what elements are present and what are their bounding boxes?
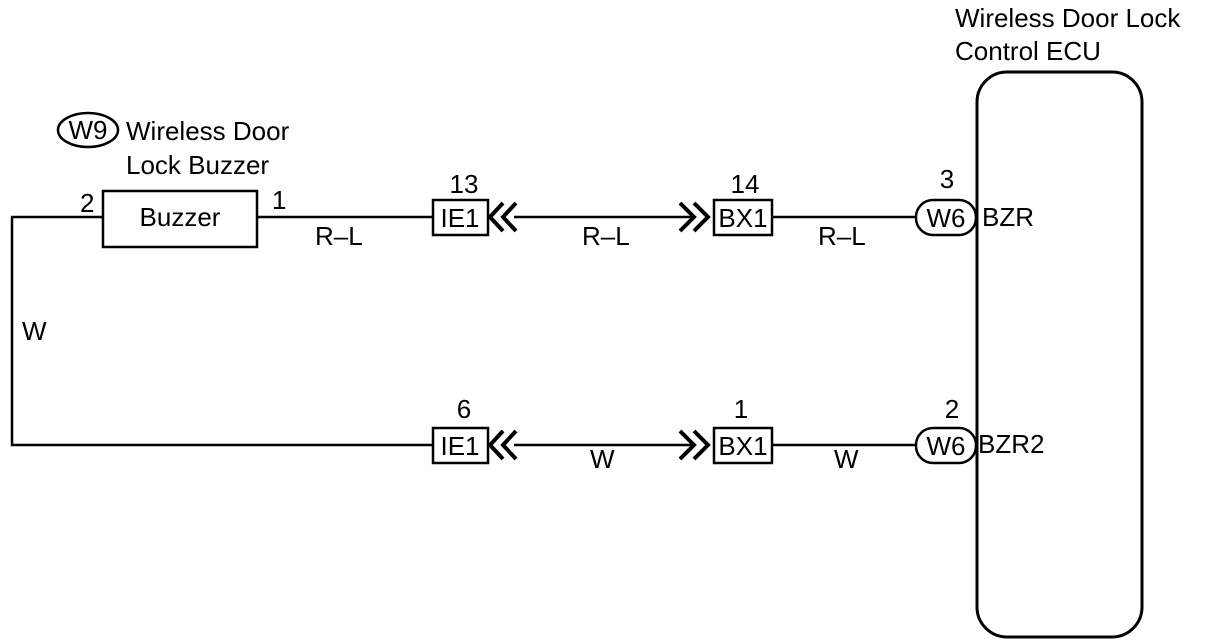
- ecu-block: Wireless Door Lock Control ECU: [955, 3, 1181, 639]
- ecu-body: [975, 70, 1144, 639]
- top-ie1-pin: 13: [450, 169, 479, 199]
- top-bx1-chevron-2: [692, 201, 711, 233]
- bottom-terminal-label: BZR2: [978, 429, 1044, 459]
- ecu-title-line2: Control ECU: [955, 36, 1101, 66]
- bottom-wire-color-1: W: [590, 444, 615, 474]
- buzzer-pin-left: 2: [80, 188, 94, 218]
- top-bx1-pin: 14: [731, 169, 760, 199]
- top-junction-ie1: 13 IE1: [431, 169, 518, 237]
- buzzer-connector-code: W9: [69, 115, 108, 145]
- buzzer-title-line2: Lock Buzzer: [126, 150, 269, 180]
- top-terminal-label: BZR: [982, 202, 1034, 232]
- buzzer-connector-code-oval: [56, 111, 120, 149]
- top-ie1-chevron-inner: [500, 201, 518, 233]
- bottom-w6-pin: 2: [945, 394, 959, 424]
- buzzer-pin-right: 1: [272, 185, 286, 215]
- bottom-junction-ie1: 6 IE1: [431, 394, 518, 465]
- bottom-ie1-chevron-inner: [500, 429, 518, 461]
- bottom-ie1-pin: 6: [457, 394, 471, 424]
- top-w6-pin: 3: [940, 164, 954, 194]
- ecu-title-line1: Wireless Door Lock: [955, 3, 1181, 33]
- bottom-ecu-connector: 2 W6 BZR2: [914, 394, 1044, 465]
- bottom-bx1-chevron: [678, 429, 697, 461]
- top-wire-color-1: R–L: [315, 221, 363, 251]
- top-bx1-box: [712, 198, 774, 237]
- bottom-junction-bx1: 1 BX1: [678, 394, 774, 465]
- bottom-ie1-code: IE1: [440, 431, 479, 461]
- bottom-bx1-box: [712, 426, 774, 465]
- top-wire-color-2: R–L: [582, 221, 630, 251]
- bottom-bx1-code: BX1: [718, 431, 767, 461]
- loop-wire-color: W: [22, 316, 47, 346]
- buzzer-label: Buzzer: [140, 202, 221, 232]
- bottom-w6-code: W6: [927, 431, 966, 461]
- buzzer-component: W9 Wireless Door Lock Buzzer Buzzer 2 1: [56, 111, 290, 249]
- top-ie1-box: [431, 198, 490, 237]
- bottom-wire-color-2: W: [834, 444, 859, 474]
- wires: [10, 215, 916, 447]
- top-bx1-chevron: [678, 201, 697, 233]
- top-w6-oval: [914, 198, 978, 237]
- top-junction-bx1: 14 BX1: [678, 169, 774, 237]
- bottom-ie1-chevron-outer: [487, 429, 505, 461]
- top-bx1-code: BX1: [718, 203, 767, 233]
- top-ecu-connector: 3 W6 BZR: [914, 164, 1034, 237]
- top-w6-code: W6: [927, 203, 966, 233]
- bottom-bx1-chevron-2: [692, 429, 711, 461]
- top-ie1-chevron-outer: [487, 201, 505, 233]
- bottom-w6-oval: [914, 426, 978, 465]
- buzzer-title-line1: Wireless Door: [126, 116, 290, 146]
- buzzer-box: [101, 189, 259, 249]
- bottom-ie1-box: [431, 426, 490, 465]
- bottom-wire-loop: [10, 215, 433, 447]
- top-wire-color-3: R–L: [818, 221, 866, 251]
- bottom-bx1-pin: 1: [734, 394, 748, 424]
- top-ie1-code: IE1: [440, 203, 479, 233]
